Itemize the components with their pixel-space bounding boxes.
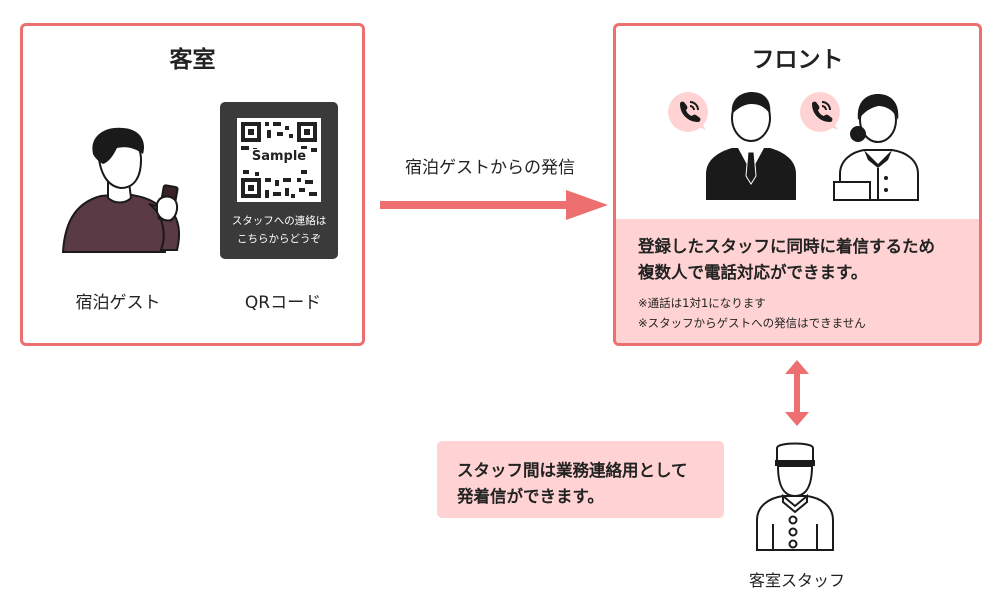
guest-room-box: 客室 — [20, 23, 365, 346]
right-arrow-icon — [380, 190, 608, 220]
guest-person-icon — [61, 127, 180, 253]
guest-label: 宿泊ゲスト — [75, 293, 161, 313]
info-note-1: ※通話は1対1になります — [638, 296, 766, 310]
room-staff-label: 客室スタッフ — [748, 571, 845, 590]
male-front-staff-icon — [668, 92, 796, 200]
staff-note-line-2: 発着信ができます。 — [457, 487, 604, 506]
staff-note-panel: スタッフ間は業務連絡用として 発着信ができます。 — [437, 441, 724, 518]
room-staff-icon — [756, 442, 834, 551]
double-arrow-icon — [785, 360, 809, 426]
info-line-2: 複数人で電話対応ができます。 — [638, 263, 868, 282]
guest-room-title: 客室 — [169, 47, 216, 73]
info-line-1: 登録したスタッフに同時に着信するため — [638, 237, 935, 256]
qr-code-label: QRコード — [244, 293, 322, 313]
female-front-staff-icon — [800, 92, 919, 201]
qr-caption-line-1: スタッフへの連絡は — [231, 215, 327, 227]
staff-note-line-1: スタッフ間は業務連絡用として — [457, 461, 688, 480]
qr-caption-line-2: こちらからどうぞ — [237, 233, 321, 245]
front-desk-info-panel: 登録したスタッフに同時に着信するため 複数人で電話対応ができます。 ※通話は1対… — [616, 219, 979, 343]
qr-sample-text: Sample — [249, 149, 309, 164]
call-flow-label: 宿泊ゲストからの発信 — [405, 158, 575, 178]
info-note-2: ※スタッフからゲストへの発信はできません — [638, 316, 866, 330]
qr-code-card[interactable]: Sample スタッフへの連絡は こちらからどうぞ — [220, 102, 338, 259]
front-desk-box: フロント — [613, 23, 982, 346]
front-desk-title: フロント — [751, 47, 844, 73]
